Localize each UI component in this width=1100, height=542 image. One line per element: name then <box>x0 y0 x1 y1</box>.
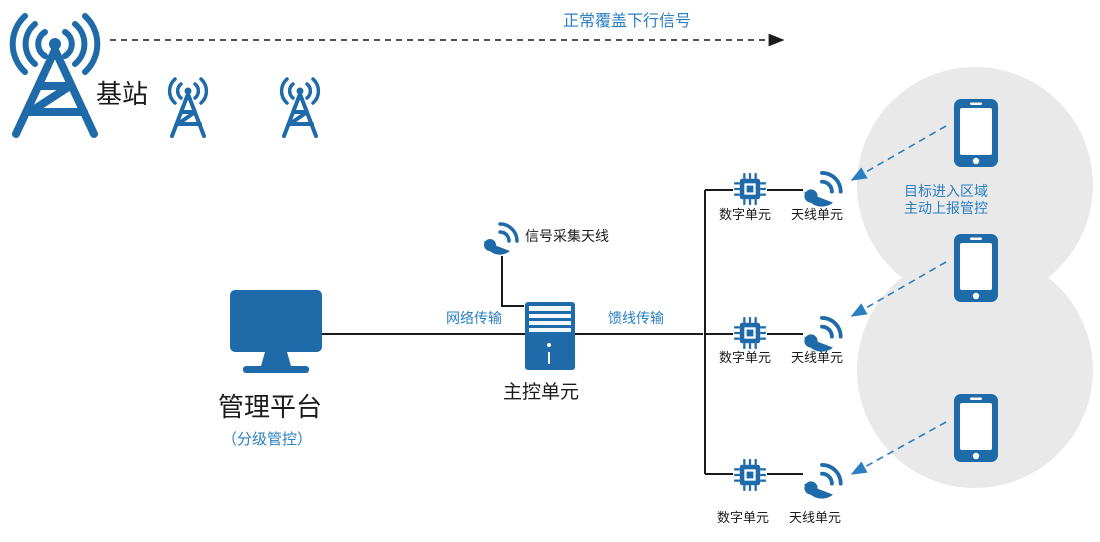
antenna-unit-icon-1 <box>802 170 843 207</box>
digital-unit-icon-1 <box>733 172 767 206</box>
large-tower-icon <box>9 13 101 138</box>
signal-antenna-icon <box>482 222 519 255</box>
platform-subtitle: （分级管控） <box>222 430 313 448</box>
zone-note-line-2: 主动上报管控 <box>904 201 988 217</box>
small-tower-icon-1 <box>167 77 209 138</box>
downlink-label: 正常覆盖下行信号 <box>563 11 692 30</box>
digital-unit-icon-2 <box>733 316 767 350</box>
antenna-unit-label-1: 天线单元 <box>791 208 844 223</box>
platform-title: 管理平台 <box>218 393 323 423</box>
coverage-zone-upper <box>857 67 1093 303</box>
uplink-arrow-3 <box>850 421 947 475</box>
signal-antenna-label: 信号采集天线 <box>525 229 609 245</box>
antenna-unit-icon-3 <box>802 462 843 499</box>
zone-note-line-1: 目标进入区域 <box>904 184 988 200</box>
digital-unit-label-3: 数字单元 <box>717 511 770 526</box>
server-icon <box>525 302 575 370</box>
uplink-arrow-2 <box>850 261 947 317</box>
phone-icon-2 <box>954 234 998 302</box>
coverage-zone-lower <box>857 252 1093 488</box>
network-label: 网络传输 <box>446 311 502 327</box>
feeder-label: 馈线传输 <box>608 311 664 327</box>
digital-unit-label-2: 数字单元 <box>719 351 772 366</box>
phone-icon-3 <box>954 394 998 462</box>
phone-icon-1 <box>954 99 998 167</box>
small-tower-icon-2 <box>279 77 321 138</box>
control-unit-label: 主控单元 <box>503 381 580 403</box>
digital-unit-label-1: 数字单元 <box>719 208 772 223</box>
uplink-arrow-1 <box>850 125 947 181</box>
monitor-icon <box>230 290 322 373</box>
antenna-feed-line <box>501 256 524 307</box>
base-station-label: 基站 <box>96 80 149 110</box>
digital-unit-icon-3 <box>733 458 767 492</box>
antenna-unit-icon-2 <box>802 315 843 352</box>
antenna-unit-label-3: 天线单元 <box>789 511 842 526</box>
antenna-unit-label-2: 天线单元 <box>791 351 844 366</box>
